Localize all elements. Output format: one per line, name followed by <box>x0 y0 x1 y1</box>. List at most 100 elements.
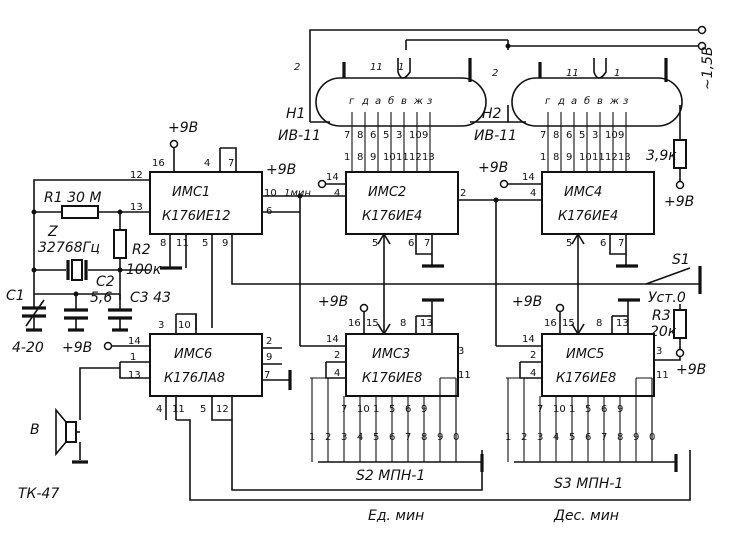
ims3-out-pin-3: 10 <box>357 404 370 415</box>
ims5-pin16: 16 <box>544 318 557 329</box>
ims2-name: ИМС2 <box>368 185 406 200</box>
ims4-supply-label: +9В <box>478 160 508 176</box>
ims5-pin8: 8 <box>596 318 602 329</box>
h1-bus-pin-3: 10 <box>383 152 396 163</box>
h2-bus-pin-2: 9 <box>566 152 572 163</box>
h1-bus-pin-0: 1 <box>344 152 350 163</box>
ims3-pin16: 16 <box>348 318 361 329</box>
ims1-pin7: 7 <box>228 158 234 169</box>
ims6-pin13: 13 <box>128 370 141 381</box>
h1-top-pin-6: 9 <box>422 130 428 141</box>
ims3-contact-0: 1 <box>309 432 315 443</box>
h1-grid-pin: 2 <box>294 62 300 73</box>
resistor-3k9: 3,9к +9В <box>646 105 694 210</box>
ims3-pin3: 3 <box>458 346 464 357</box>
h2-fil-pin-a: 11 <box>566 68 579 79</box>
h2-bus-pin-3: 10 <box>579 152 592 163</box>
ims3-pin14: 14 <box>326 334 339 345</box>
ims3-contact-8: 9 <box>437 432 443 443</box>
h1-top-pin-1: 8 <box>357 130 363 141</box>
c2-value: 5,6 <box>90 290 112 306</box>
ims5-contact-6: 7 <box>601 432 607 443</box>
ims2-pin4: 4 <box>334 188 340 199</box>
z-freq: 32768Гц <box>38 240 100 256</box>
z-label: Z <box>47 224 58 240</box>
h2-top-pin-6: 9 <box>618 130 624 141</box>
h2-segment-6: з <box>623 96 628 107</box>
ims3-out-pin-5: 5 <box>389 404 395 415</box>
ims5: ИМС5 К176ИЕ8 +9В 16 15 8 13 14 2 4 3 11 … <box>496 294 681 462</box>
ims6: ИМС6 К176ЛА8 3 10 14 1 13 +9В 2 9 7 4 11… <box>62 313 691 501</box>
r39k-label: 3,9к <box>646 148 677 164</box>
h2-top-pin-2: 6 <box>566 130 572 141</box>
ims1-pin8: 8 <box>160 238 166 249</box>
h1-top-pin-4: 3 <box>396 130 402 141</box>
h2-top-pin-0: 7 <box>540 130 546 141</box>
tens-caption: Дес. мин <box>553 508 619 524</box>
ims5-contact-0: 1 <box>505 432 511 443</box>
ims3-contact-3: 4 <box>357 432 363 443</box>
r39k-supply: +9В <box>664 194 694 210</box>
h1-fil-pin-a: 11 <box>370 62 383 73</box>
ims4-pin5: 5 <box>566 238 572 249</box>
ims3-pin15: 15 <box>366 318 379 329</box>
ims5-pin4: 4 <box>530 368 536 379</box>
ims6-pin3: 3 <box>158 320 164 331</box>
h2-segment-4: в <box>597 96 603 107</box>
ims5-pin3: 3 <box>656 346 662 357</box>
ims6-pin7: 7 <box>264 370 270 381</box>
ims5-right-feed <box>636 377 653 462</box>
ims3-pin11: 11 <box>458 370 471 381</box>
ims1-type: К176ИЕ12 <box>162 209 231 224</box>
ims5-pin11: 11 <box>656 370 669 381</box>
ims5-contact-5: 6 <box>585 432 591 443</box>
ims6-pin2: 2 <box>266 336 272 347</box>
ims1-pin11: 11 <box>176 238 189 249</box>
h1-segment-3: б <box>388 95 394 107</box>
h1-top-pin-2: 6 <box>370 130 376 141</box>
ims6-pin10: 10 <box>178 320 191 331</box>
h2-top-pin-3: 5 <box>579 130 585 141</box>
ims3-contact-1: 2 <box>325 432 331 443</box>
speaker: В ТК-47 <box>18 407 88 502</box>
h2-grid-pin: 2 <box>492 68 498 79</box>
ims3-contact-5: 6 <box>389 432 395 443</box>
ims4-pin14: 14 <box>522 172 535 183</box>
ims6-type: К176ЛА8 <box>164 371 225 386</box>
ims3-out-pin-6: 6 <box>405 404 411 415</box>
h1-segment-4: в <box>401 96 407 107</box>
ims4-type: К176ИЕ4 <box>558 209 618 224</box>
ac-supply-label: ~1,5В <box>700 46 716 90</box>
ims5-contact-4: 5 <box>569 432 575 443</box>
ims5-contact-3: 4 <box>553 432 559 443</box>
ims1-pin5: 5 <box>202 238 208 249</box>
ims6-pin5: 5 <box>200 404 206 415</box>
h1-ref: Н1 <box>286 106 305 122</box>
ims3-pin8: 8 <box>400 318 406 329</box>
h1-top-pin-3: 5 <box>383 130 389 141</box>
ims5-pin13: 13 <box>616 318 629 329</box>
ims4-pin6: 6 <box>600 238 606 249</box>
ims6-supply: +9В <box>62 340 92 356</box>
ims1-pin9: 9 <box>222 238 228 249</box>
ims5-contact-1: 2 <box>521 432 527 443</box>
ims2-pin14: 14 <box>326 172 339 183</box>
ims5-out-pin-6: 6 <box>601 404 607 415</box>
h1-bus-pin-2: 9 <box>370 152 376 163</box>
ims5-out-pin-2: 7 <box>537 404 543 415</box>
ims5-pin14: 14 <box>522 334 535 345</box>
h2-segment-2: а <box>571 96 577 107</box>
h2-bus-pin-0: 1 <box>540 152 546 163</box>
switch-s3: S3 МПН-1 <box>514 454 678 492</box>
h1-segment-6: з <box>427 96 432 107</box>
r1-label: R1 30 M <box>44 190 101 206</box>
h2-bus-pin-5: 12 <box>605 152 618 163</box>
ims6-pin1: 1 <box>130 352 136 363</box>
ims3-supply: +9В <box>318 294 348 310</box>
h2-bus-pin-4: 11 <box>592 152 605 163</box>
speaker-label: В <box>30 422 40 438</box>
h1-top-pin-0: 7 <box>344 130 350 141</box>
ims3-pin4: 4 <box>334 368 340 379</box>
speaker-type: ТК-47 <box>18 486 59 502</box>
